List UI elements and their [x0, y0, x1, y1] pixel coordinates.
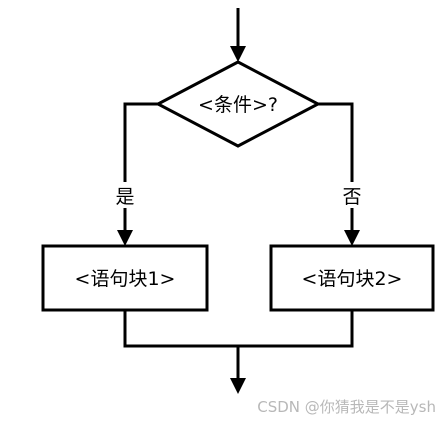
- condition-diamond: [154, 60, 322, 148]
- exit-arrowhead: [230, 378, 246, 394]
- entry-arrowhead: [230, 46, 246, 62]
- no-label-backdrop: [339, 182, 365, 208]
- merge-line: [123, 310, 354, 348]
- statement-block-1-label: <语句块1>: [75, 268, 176, 290]
- no-branch-arrowhead: [344, 230, 360, 246]
- statement-block-2-label: <语句块2>: [302, 268, 403, 290]
- yes-label: 是: [115, 186, 134, 208]
- yes-label-backdrop: [112, 182, 138, 208]
- condition-label: <条件>?: [198, 94, 278, 116]
- yes-branch-arrowhead: [117, 230, 133, 246]
- yes-branch-line: [123, 102, 158, 236]
- csdn-watermark: CSDN @你猜我是不是ysh: [257, 398, 436, 416]
- no-branch-line: [318, 102, 354, 236]
- no-label: 否: [342, 186, 361, 208]
